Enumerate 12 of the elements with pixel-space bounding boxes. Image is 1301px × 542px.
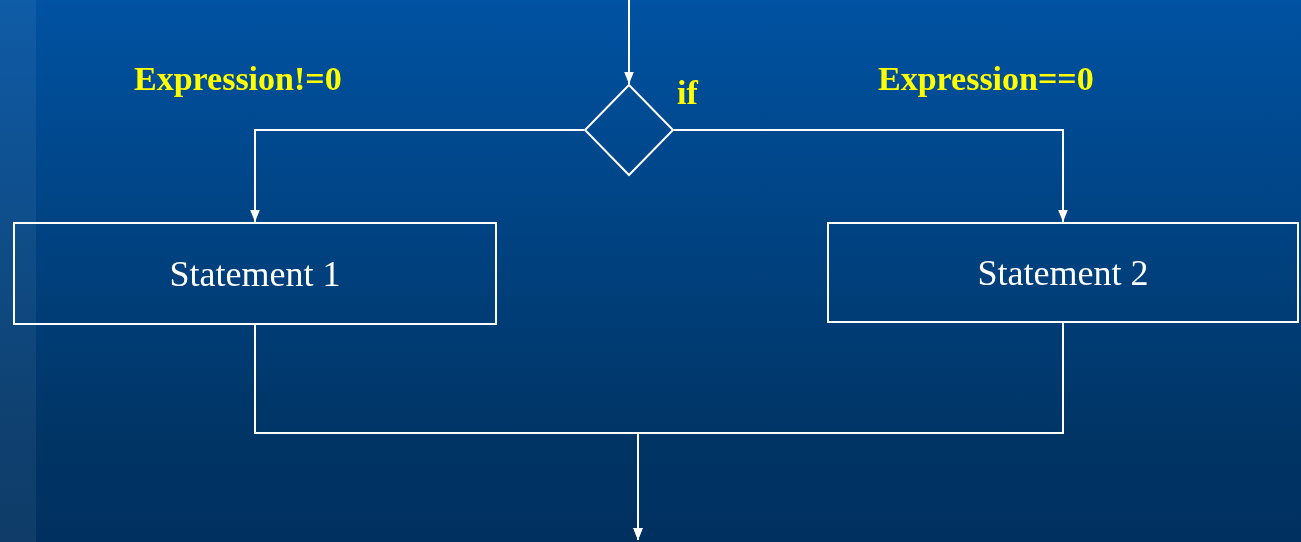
arrow [250, 129, 585, 223]
arrow [673, 129, 1068, 223]
edge-label: Expression==0 [878, 62, 1094, 96]
arrow [624, 0, 634, 85]
condition-label: if [677, 76, 698, 110]
decision-diamond [584, 84, 674, 176]
statement-text: Statement 2 [977, 251, 1149, 294]
arrow [633, 322, 1064, 541]
process-box [827, 222, 1299, 323]
edge-label: Expression!=0 [134, 62, 342, 96]
process-box [13, 222, 497, 325]
statement-text: Statement 1 [169, 252, 341, 295]
